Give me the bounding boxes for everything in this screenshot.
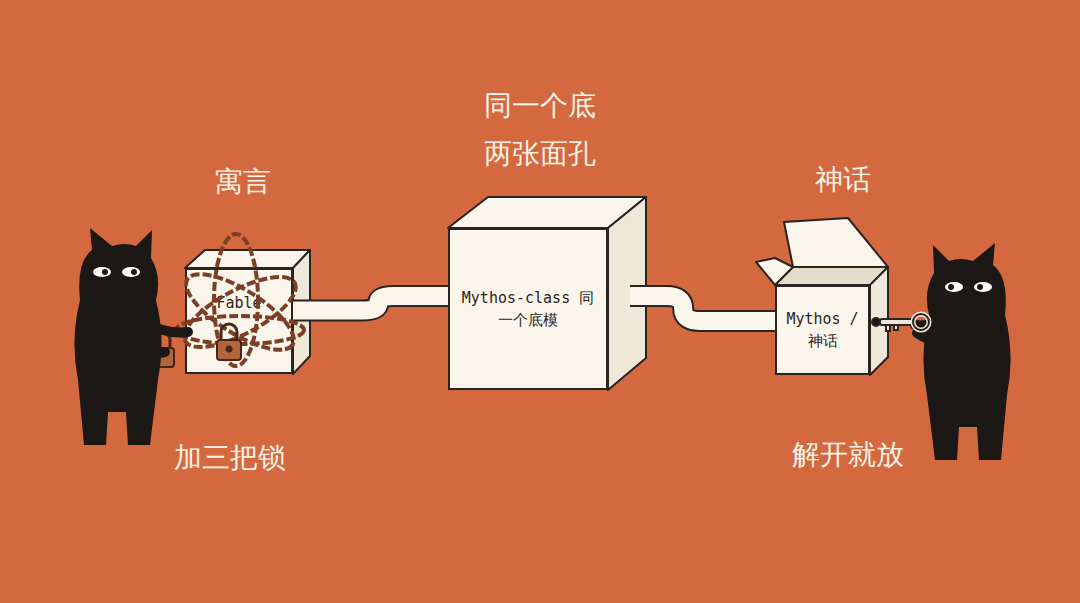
cat-body [923,243,1010,460]
box-flap [756,258,793,285]
caption-label: 加三把锁 [140,438,320,478]
node-text-group: Mythos-class 同一个底模 [456,287,600,331]
cat [74,228,188,445]
pipe-body [293,296,448,310]
caption-label: 寓言 [153,162,333,202]
pipe-connector [630,296,775,321]
box-node: Mythos-class 同一个底模 [448,228,608,390]
cube-top [185,250,310,268]
chains [175,234,305,366]
diagram-title: 同一个底 两张面孔 [475,82,605,178]
cube-top [448,197,646,228]
node-text-group: Fable [216,292,261,314]
box-node: Mythos /神话 [775,285,870,375]
node-text: Fable [216,292,261,314]
box-side [870,267,888,375]
box-lid [784,218,888,267]
padlock [152,324,241,367]
cube-side [293,250,310,374]
pipe-connector [293,296,448,310]
caption-label: 解开就放 [758,435,938,475]
node-text: Mythos-class 同一个底模 [456,287,600,331]
pipe-outline [630,296,775,321]
node-text-group: Mythos /神话 [781,308,864,352]
cat-arm [915,320,945,345]
pipe-outline [293,296,448,310]
node-text: Mythos /神话 [781,308,864,352]
cube-side [608,197,646,390]
cat [915,243,1011,460]
cat-body [74,228,161,445]
box-inside [775,267,888,285]
pipe-body [630,296,775,321]
box-node: Fable [185,268,293,374]
cat-arm [138,320,188,353]
caption-label: 神话 [753,160,933,200]
key [872,314,929,331]
